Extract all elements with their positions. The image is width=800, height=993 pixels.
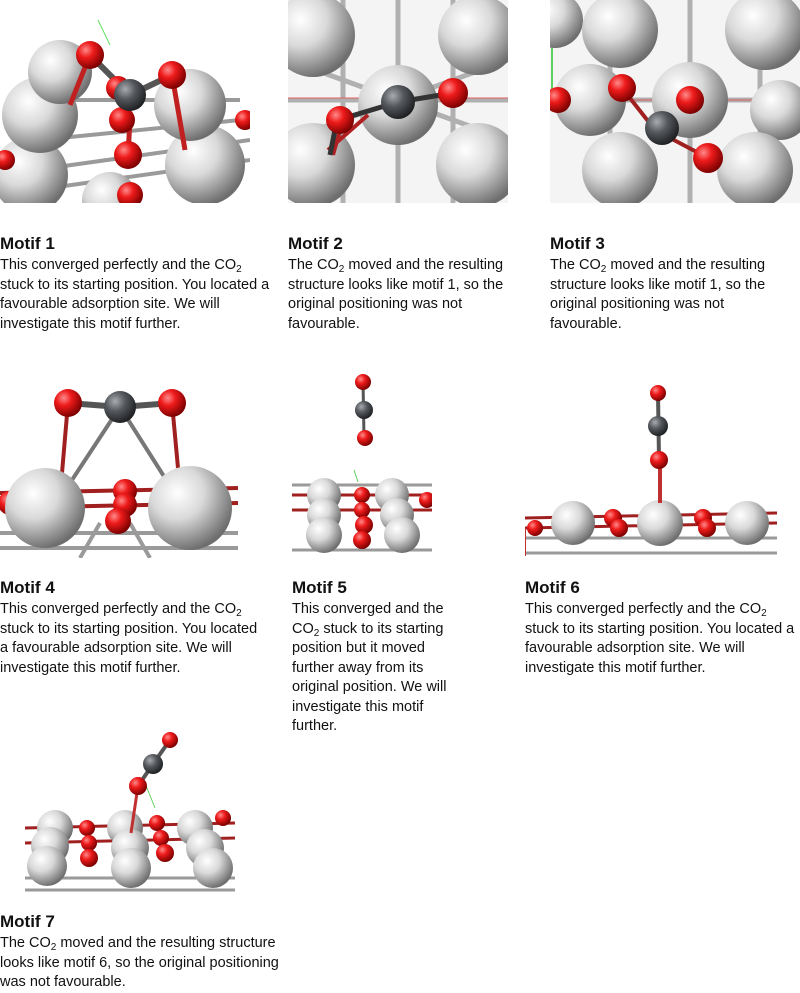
motif-description: The CO2 moved and the resulting structur… <box>0 935 279 990</box>
motif-title: Motif 4 <box>0 578 55 597</box>
motif-1-caption: Motif 1 This converged perfectly and the… <box>0 234 270 334</box>
motif-description: This converged perfectly and the CO2 stu… <box>525 601 795 676</box>
motif-title: Motif 7 <box>0 912 55 931</box>
motif-4-image <box>0 383 238 558</box>
motif-6-caption: Motif 6 This converged perfectly and the… <box>525 578 800 678</box>
motif-6-image <box>525 378 777 558</box>
motif-2-caption: Motif 2 The CO2 moved and the resulting … <box>288 234 528 334</box>
motif-4-caption: Motif 4 This converged perfectly and the… <box>0 578 260 678</box>
motif-description: The CO2 moved and the resulting structur… <box>288 257 504 332</box>
motif-title: Motif 6 <box>525 578 580 597</box>
motif-7-caption: Motif 7 The CO2 moved and the resulting … <box>0 912 290 993</box>
motif-title: Motif 1 <box>0 234 55 253</box>
motif-5-image <box>292 370 432 558</box>
motif-3-caption: Motif 3 The CO2 moved and the resulting … <box>550 234 790 334</box>
motif-description: This converged perfectly and the CO2 stu… <box>0 257 270 332</box>
motif-description: The CO2 moved and the resulting structur… <box>550 257 766 332</box>
motif-1-image <box>0 0 250 203</box>
motif-description: This converged perfectly and the CO2 stu… <box>0 601 258 676</box>
motif-5-caption: Motif 5 This converged and the CO2 stuck… <box>292 578 467 737</box>
motif-title: Motif 2 <box>288 234 343 253</box>
motif-title: Motif 5 <box>292 578 347 597</box>
motif-7-image <box>25 728 235 893</box>
motif-description: This converged and the CO2 stuck to its … <box>292 601 447 734</box>
motif-2-image <box>288 0 508 203</box>
motif-3-image <box>550 0 800 203</box>
motif-title: Motif 3 <box>550 234 605 253</box>
